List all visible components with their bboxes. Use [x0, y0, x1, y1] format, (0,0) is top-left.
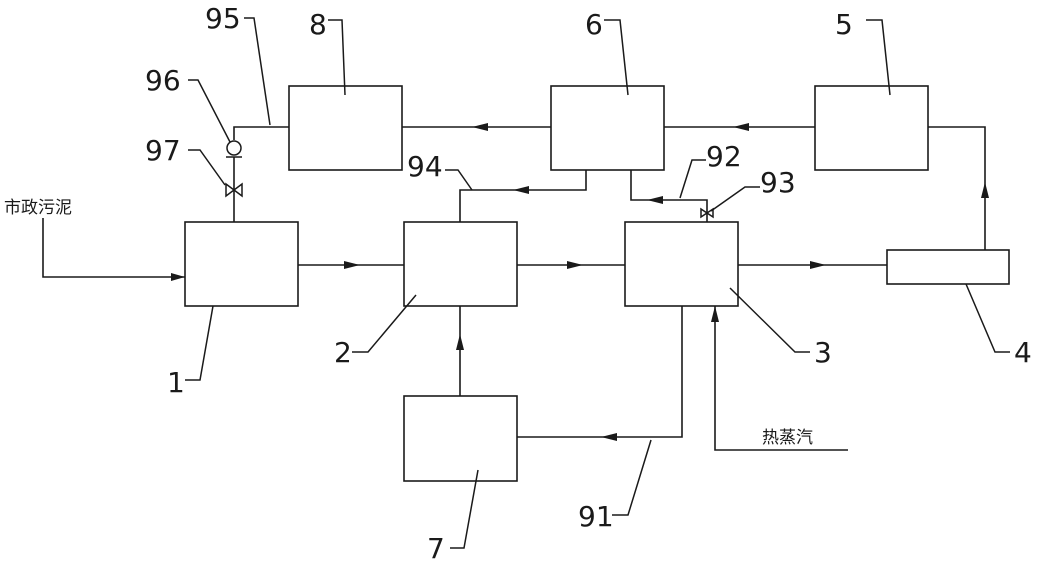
unit-5-box: [814, 85, 929, 171]
leader-97: [188, 149, 226, 186]
arrow-94: [513, 186, 529, 194]
unit-4-box: [886, 249, 1010, 285]
label-unit-2: 2: [334, 336, 352, 369]
arrow-5-to-6: [733, 123, 749, 131]
label-unit-7: 7: [427, 532, 445, 565]
label-pump-96: 96: [145, 64, 181, 97]
unit-7-box: [403, 395, 518, 482]
unit-8-box: [288, 85, 403, 171]
leader-1: [185, 305, 214, 381]
leader-91: [612, 439, 652, 516]
leader-95: [244, 17, 271, 126]
leader-94: [445, 169, 473, 191]
leader-3: [729, 287, 810, 353]
unit-6-box: [550, 85, 665, 171]
pipe-91: [517, 306, 683, 438]
leader-8: [328, 19, 346, 96]
label-unit-6: 6: [585, 8, 603, 41]
label-pipe-95: 95: [205, 2, 241, 35]
pipe-94: [459, 170, 587, 222]
line-4-to-5: [928, 126, 986, 250]
unit-1-box: [184, 221, 299, 307]
leader-7: [450, 469, 479, 549]
leader-92: [679, 159, 706, 199]
unit-2-box: [403, 221, 518, 307]
label-unit-5: 5: [835, 8, 853, 41]
arrow-92: [647, 196, 663, 204]
arrow-7-to-2: [456, 334, 464, 350]
arrow-91: [601, 433, 617, 441]
arrow-3-to-4: [810, 261, 826, 269]
label-unit-4: 4: [1014, 336, 1032, 369]
pipe-92: [630, 170, 708, 222]
leader-2: [352, 294, 417, 353]
pipe-95: [233, 126, 289, 140]
unit-3-box: [624, 221, 739, 307]
label-unit-1: 1: [167, 366, 185, 399]
label-pipe-94: 94: [407, 150, 443, 183]
label-hot-steam: 热蒸汽: [762, 428, 813, 448]
leader-4: [965, 283, 1010, 353]
arrow-2-to-3: [567, 261, 583, 269]
steam-inlet-line: [714, 306, 848, 451]
pump-96-icon: [226, 140, 242, 156]
arrow-into-1: [171, 273, 185, 281]
label-unit-8: 8: [309, 8, 327, 41]
label-pipe-91: 91: [578, 500, 614, 533]
leader-96: [188, 79, 231, 143]
sludge-inlet-line: [42, 218, 185, 278]
label-municipal-sludge: 市政污泥: [4, 198, 72, 218]
leader-93: [710, 186, 760, 212]
label-pipe-92: 92: [706, 140, 742, 173]
valve-97-icon: [225, 182, 243, 198]
label-unit-3: 3: [814, 336, 832, 369]
arrow-4-to-5: [981, 182, 989, 198]
label-valve-93: 93: [760, 166, 796, 199]
leader-5: [866, 19, 891, 96]
label-valve-97: 97: [145, 134, 181, 167]
arrow-steam: [711, 306, 719, 322]
leader-6: [604, 19, 629, 96]
arrow-1-to-2: [344, 261, 360, 269]
arrow-6-to-8: [472, 123, 488, 131]
